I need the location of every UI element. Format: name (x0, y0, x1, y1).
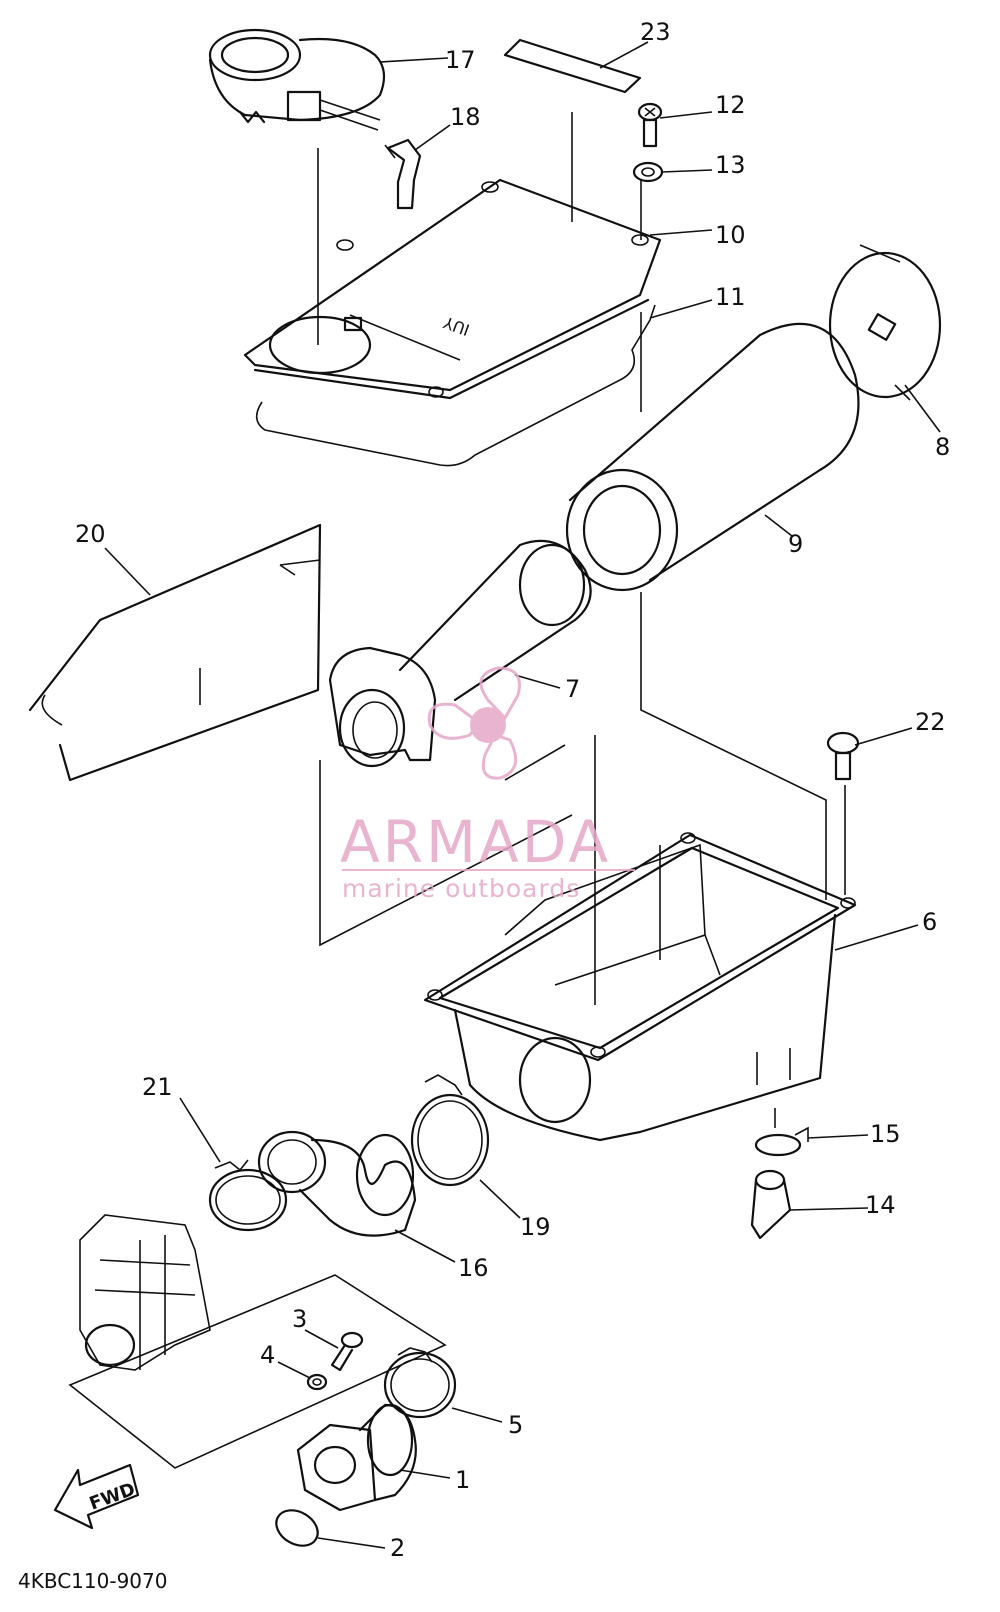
part-10-case-cover (243, 178, 662, 400)
engine-reference (68, 1214, 447, 1469)
label-20: 20 (75, 520, 106, 548)
label-21: 21 (142, 1073, 173, 1101)
label-5: 5 (508, 1411, 523, 1439)
part-17-intake-duct (208, 28, 386, 131)
part-20-sheet (28, 523, 322, 782)
fwd-arrow-text: FWD (87, 1479, 138, 1515)
part-labels: 17 18 23 12 13 10 11 8 9 20 7 22 6 15 14… (75, 18, 950, 1562)
label-22: 22 (915, 708, 946, 736)
lid-marking: IUY (441, 313, 472, 340)
part-13-washer (632, 161, 664, 183)
label-7: 7 (565, 675, 580, 703)
label-13: 13 (715, 151, 746, 179)
label-9: 9 (788, 530, 803, 558)
watermark: ARMADA marine outboards (340, 666, 635, 903)
label-16: 16 (458, 1254, 489, 1282)
watermark-tagline: marine outboards (342, 874, 580, 903)
label-17: 17 (445, 46, 476, 74)
label-8: 8 (935, 433, 950, 461)
label-1: 1 (455, 1466, 470, 1494)
part-18-breather-hose (384, 138, 422, 210)
part-5-clamp (383, 1347, 457, 1419)
part-22-bolt (826, 731, 860, 781)
label-10: 10 (715, 221, 746, 249)
part-2-o-ring (275, 1509, 319, 1547)
label-12: 12 (715, 91, 746, 119)
part-6-filter-case (423, 832, 857, 1142)
part-4-washer (306, 1373, 328, 1391)
label-11: 11 (715, 283, 746, 311)
label-3: 3 (292, 1305, 307, 1333)
part-7-joint (328, 539, 592, 768)
leader-lines (104, 41, 941, 1549)
label-4: 4 (260, 1341, 275, 1369)
part-23-label (503, 38, 642, 94)
label-6: 6 (922, 908, 937, 936)
part-12-screw (637, 102, 663, 148)
part-15-clip (754, 1126, 809, 1157)
part-8-end-cap (828, 244, 942, 401)
drawing-code: 4KBC110-9070 (18, 1569, 167, 1593)
label-14: 14 (865, 1191, 896, 1219)
part-1-manifold (296, 1403, 417, 1512)
label-18: 18 (450, 103, 481, 131)
part-9-filter-element (565, 322, 860, 592)
label-15: 15 (870, 1120, 901, 1148)
part-11-gasket (255, 304, 656, 467)
propeller-logo-icon (427, 666, 521, 780)
label-2: 2 (390, 1534, 405, 1562)
watermark-brand: ARMADA (340, 808, 611, 876)
part-14-drain-cap (750, 1169, 792, 1240)
part-16-carburetor-joint (257, 1130, 417, 1237)
label-23: 23 (640, 18, 671, 46)
part-3-screw (330, 1331, 364, 1372)
part-21-clamp (208, 1159, 288, 1232)
part-19-clamp (410, 1074, 490, 1187)
fwd-arrow: FWD (53, 1463, 140, 1530)
label-19: 19 (520, 1213, 551, 1241)
